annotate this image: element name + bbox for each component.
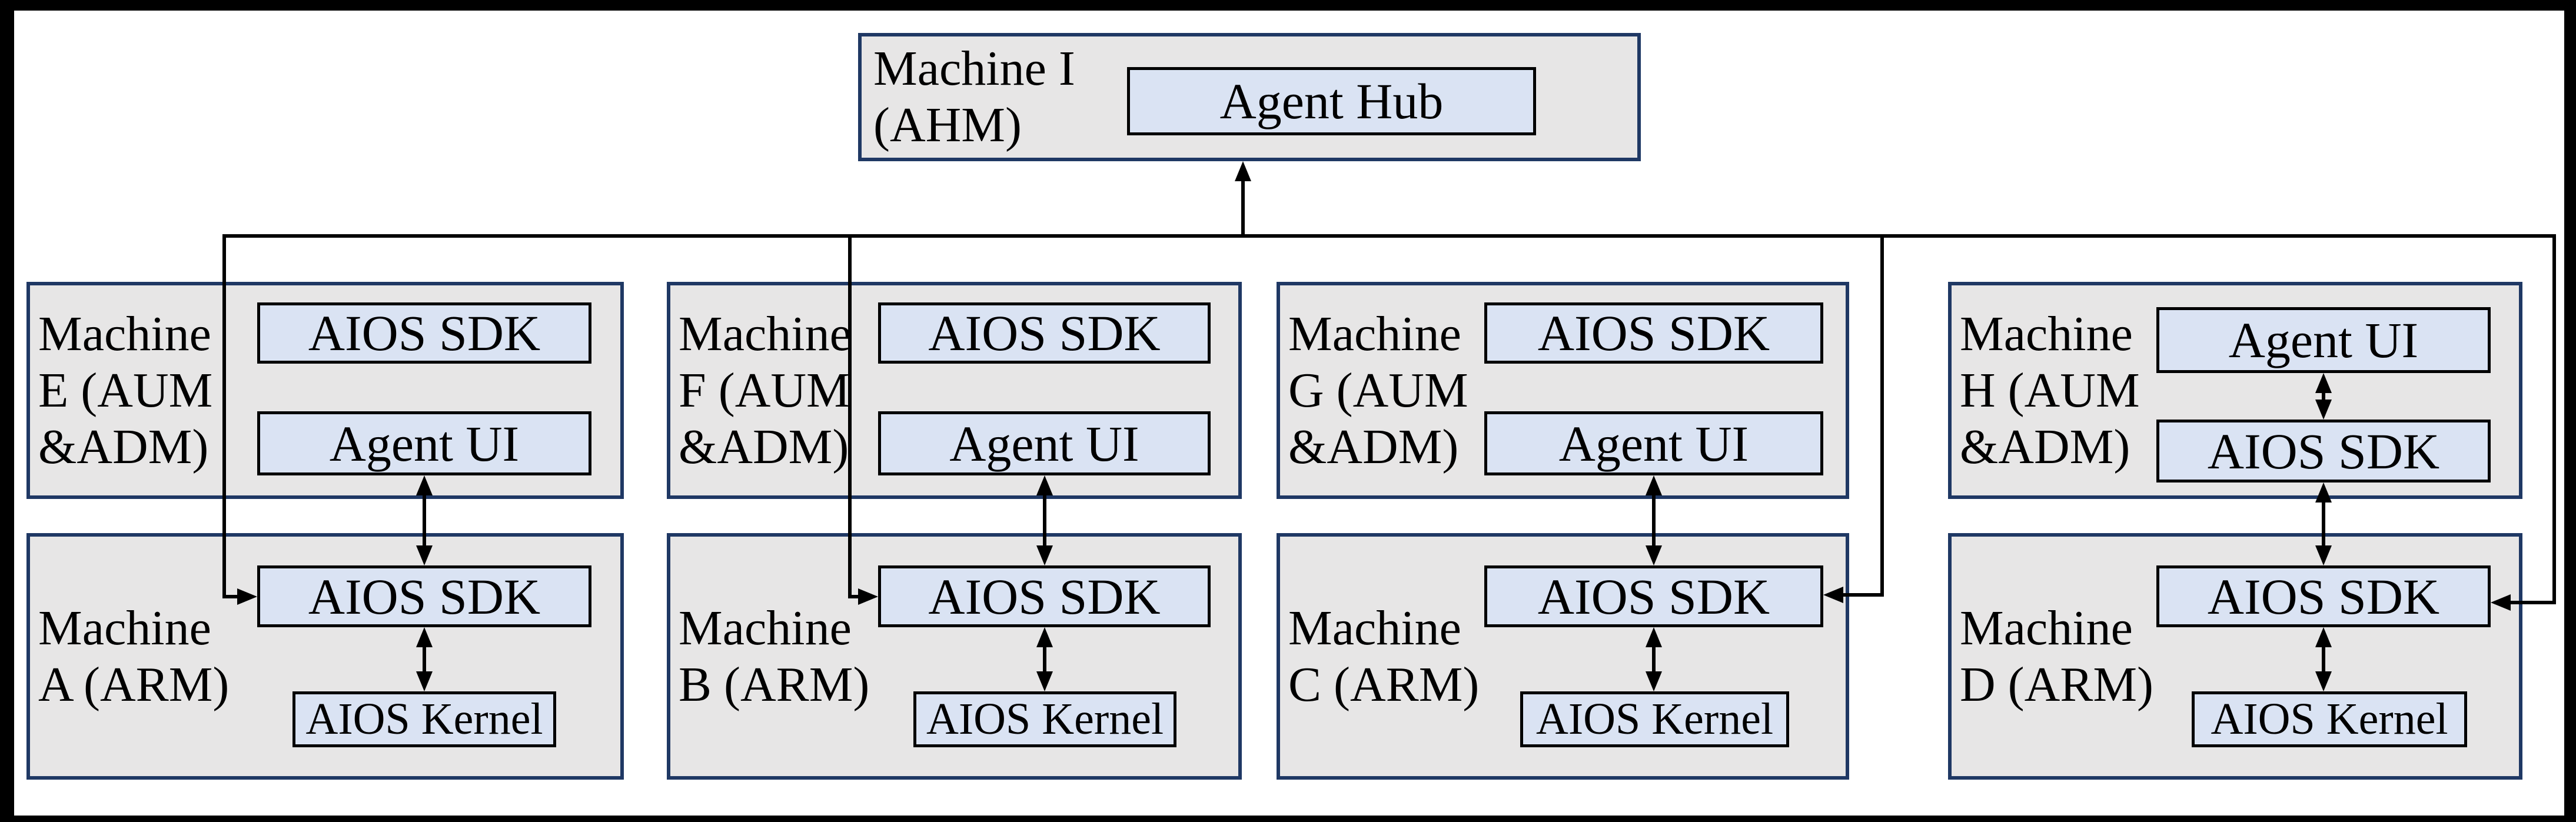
aios-sdk-label: AIOS SDK bbox=[1537, 568, 1770, 625]
aios-sdk-label: AIOS SDK bbox=[928, 568, 1161, 625]
machine-g-label: Machine G (AUM &ADM) bbox=[1288, 285, 1468, 495]
aios-kernel-box-machine-c: AIOS Kernel bbox=[1520, 691, 1789, 747]
aios-sdk-label: AIOS SDK bbox=[308, 305, 541, 361]
aios-sdk-label: AIOS SDK bbox=[2207, 422, 2440, 480]
aios-sdk-label: AIOS SDK bbox=[308, 568, 541, 625]
aios-sdk-box-machine-g: AIOS SDK bbox=[1484, 302, 1823, 364]
aios-kernel-label: AIOS Kernel bbox=[1535, 694, 1774, 744]
machine-e-label-line: Machine bbox=[38, 306, 211, 361]
aios-kernel-box-machine-a: AIOS Kernel bbox=[292, 691, 556, 747]
agent-ui-box-machine-h: Agent UI bbox=[2156, 307, 2491, 373]
frame-border-top bbox=[0, 0, 2576, 11]
machine-a-label-line: A (ARM) bbox=[38, 657, 230, 712]
machine-h-label-line: Machine bbox=[1960, 306, 2133, 361]
aios-sdk-box-machine-h: AIOS SDK bbox=[2156, 420, 2491, 482]
machine-b-label-line: B (ARM) bbox=[679, 657, 870, 712]
machine-b-box: Machine B (ARM) AIOS SDK AIOS Kernel bbox=[667, 533, 1242, 780]
machine-c-label-line: Machine bbox=[1288, 600, 1461, 655]
machine-b-label: Machine B (ARM) bbox=[679, 537, 869, 776]
machine-d-label-line: D (ARM) bbox=[1960, 657, 2153, 712]
aios-sdk-box-machine-f: AIOS SDK bbox=[878, 302, 1211, 364]
agent-hub-box: Agent Hub bbox=[1127, 67, 1536, 135]
machine-c-box: Machine C (ARM) AIOS SDK AIOS Kernel bbox=[1277, 533, 1849, 780]
machine-f-box: Machine F (AUM &ADM) AIOS SDK Agent UI bbox=[667, 282, 1242, 499]
machine-a-box: Machine A (ARM) AIOS SDK AIOS Kernel bbox=[26, 533, 624, 780]
machine-h-label: Machine H (AUM &ADM) bbox=[1960, 285, 2140, 495]
agent-ui-box-machine-e: Agent UI bbox=[257, 411, 591, 475]
agent-ui-label: Agent UI bbox=[2228, 312, 2419, 368]
machine-b-label-line: Machine bbox=[679, 600, 852, 655]
agent-hub-label: Agent Hub bbox=[1219, 73, 1444, 129]
machine-f-label-line: Machine bbox=[679, 306, 852, 361]
aios-sdk-box-machine-b: AIOS SDK bbox=[878, 565, 1211, 627]
aios-sdk-box-machine-d: AIOS SDK bbox=[2156, 565, 2491, 627]
machine-g-box: Machine G (AUM &ADM) AIOS SDK Agent UI bbox=[1277, 282, 1849, 499]
aios-kernel-label: AIOS Kernel bbox=[305, 694, 543, 744]
agent-ui-box-machine-g: Agent UI bbox=[1484, 411, 1823, 475]
machine-g-label-line: G (AUM bbox=[1288, 362, 1468, 418]
aios-sdk-label: AIOS SDK bbox=[2207, 568, 2440, 625]
machine-a-label: Machine A (ARM) bbox=[38, 537, 229, 776]
aios-sdk-box-machine-c: AIOS SDK bbox=[1484, 565, 1823, 627]
aios-kernel-label: AIOS Kernel bbox=[926, 694, 1164, 744]
machine-g-label-line: Machine bbox=[1288, 306, 1461, 361]
aios-sdk-box-machine-a: AIOS SDK bbox=[257, 565, 591, 627]
aios-sdk-label: AIOS SDK bbox=[928, 305, 1161, 361]
machine-d-label: Machine D (ARM) bbox=[1960, 537, 2153, 776]
aios-sdk-label: AIOS SDK bbox=[1537, 305, 1770, 361]
frame-border-right bbox=[2564, 0, 2576, 822]
machine-c-label: Machine C (ARM) bbox=[1288, 537, 1479, 776]
machine-f-label: Machine F (AUM &ADM) bbox=[679, 285, 852, 495]
aios-kernel-box-machine-d: AIOS Kernel bbox=[2192, 691, 2467, 747]
machine-e-label-line: &ADM) bbox=[38, 419, 209, 474]
machine-g-label-line: &ADM) bbox=[1288, 419, 1459, 474]
machine-c-label-line: C (ARM) bbox=[1288, 657, 1480, 712]
machine-d-box: Machine D (ARM) AIOS SDK AIOS Kernel bbox=[1948, 533, 2522, 780]
aios-kernel-box-machine-b: AIOS Kernel bbox=[913, 691, 1176, 747]
machine-h-box: Machine H (AUM &ADM) Agent UI AIOS SDK bbox=[1948, 282, 2522, 499]
agent-ui-label: Agent UI bbox=[1558, 415, 1749, 472]
frame-border-bottom bbox=[0, 816, 2576, 822]
machine-e-label-line: E (AUM bbox=[38, 362, 213, 418]
agent-ui-box-machine-f: Agent UI bbox=[878, 411, 1211, 475]
machine-d-label-line: Machine bbox=[1960, 600, 2133, 655]
machine-i-box: Machine I (AHM) Agent Hub bbox=[858, 33, 1641, 161]
machine-i-label-line: Machine I bbox=[873, 41, 1075, 96]
machine-i-label: Machine I (AHM) bbox=[873, 36, 1075, 158]
agent-ui-label: Agent UI bbox=[329, 415, 520, 472]
machine-e-label: Machine E (AUM &ADM) bbox=[38, 285, 212, 495]
machine-e-box: Machine E (AUM &ADM) AIOS SDK Agent UI bbox=[26, 282, 624, 499]
machine-i-label-line: (AHM) bbox=[873, 98, 1022, 152]
machine-h-label-line: H (AUM bbox=[1960, 362, 2140, 418]
agent-ui-label: Agent UI bbox=[949, 415, 1139, 472]
arrowhead-up bbox=[1235, 161, 1251, 181]
aios-kernel-label: AIOS Kernel bbox=[2211, 694, 2448, 744]
machine-f-label-line: &ADM) bbox=[679, 419, 849, 474]
machine-f-label-line: F (AUM bbox=[679, 362, 850, 418]
frame-border-left bbox=[0, 0, 14, 822]
machine-h-label-line: &ADM) bbox=[1960, 419, 2130, 474]
machine-a-label-line: Machine bbox=[38, 600, 211, 655]
aios-sdk-box-machine-e: AIOS SDK bbox=[257, 302, 591, 364]
